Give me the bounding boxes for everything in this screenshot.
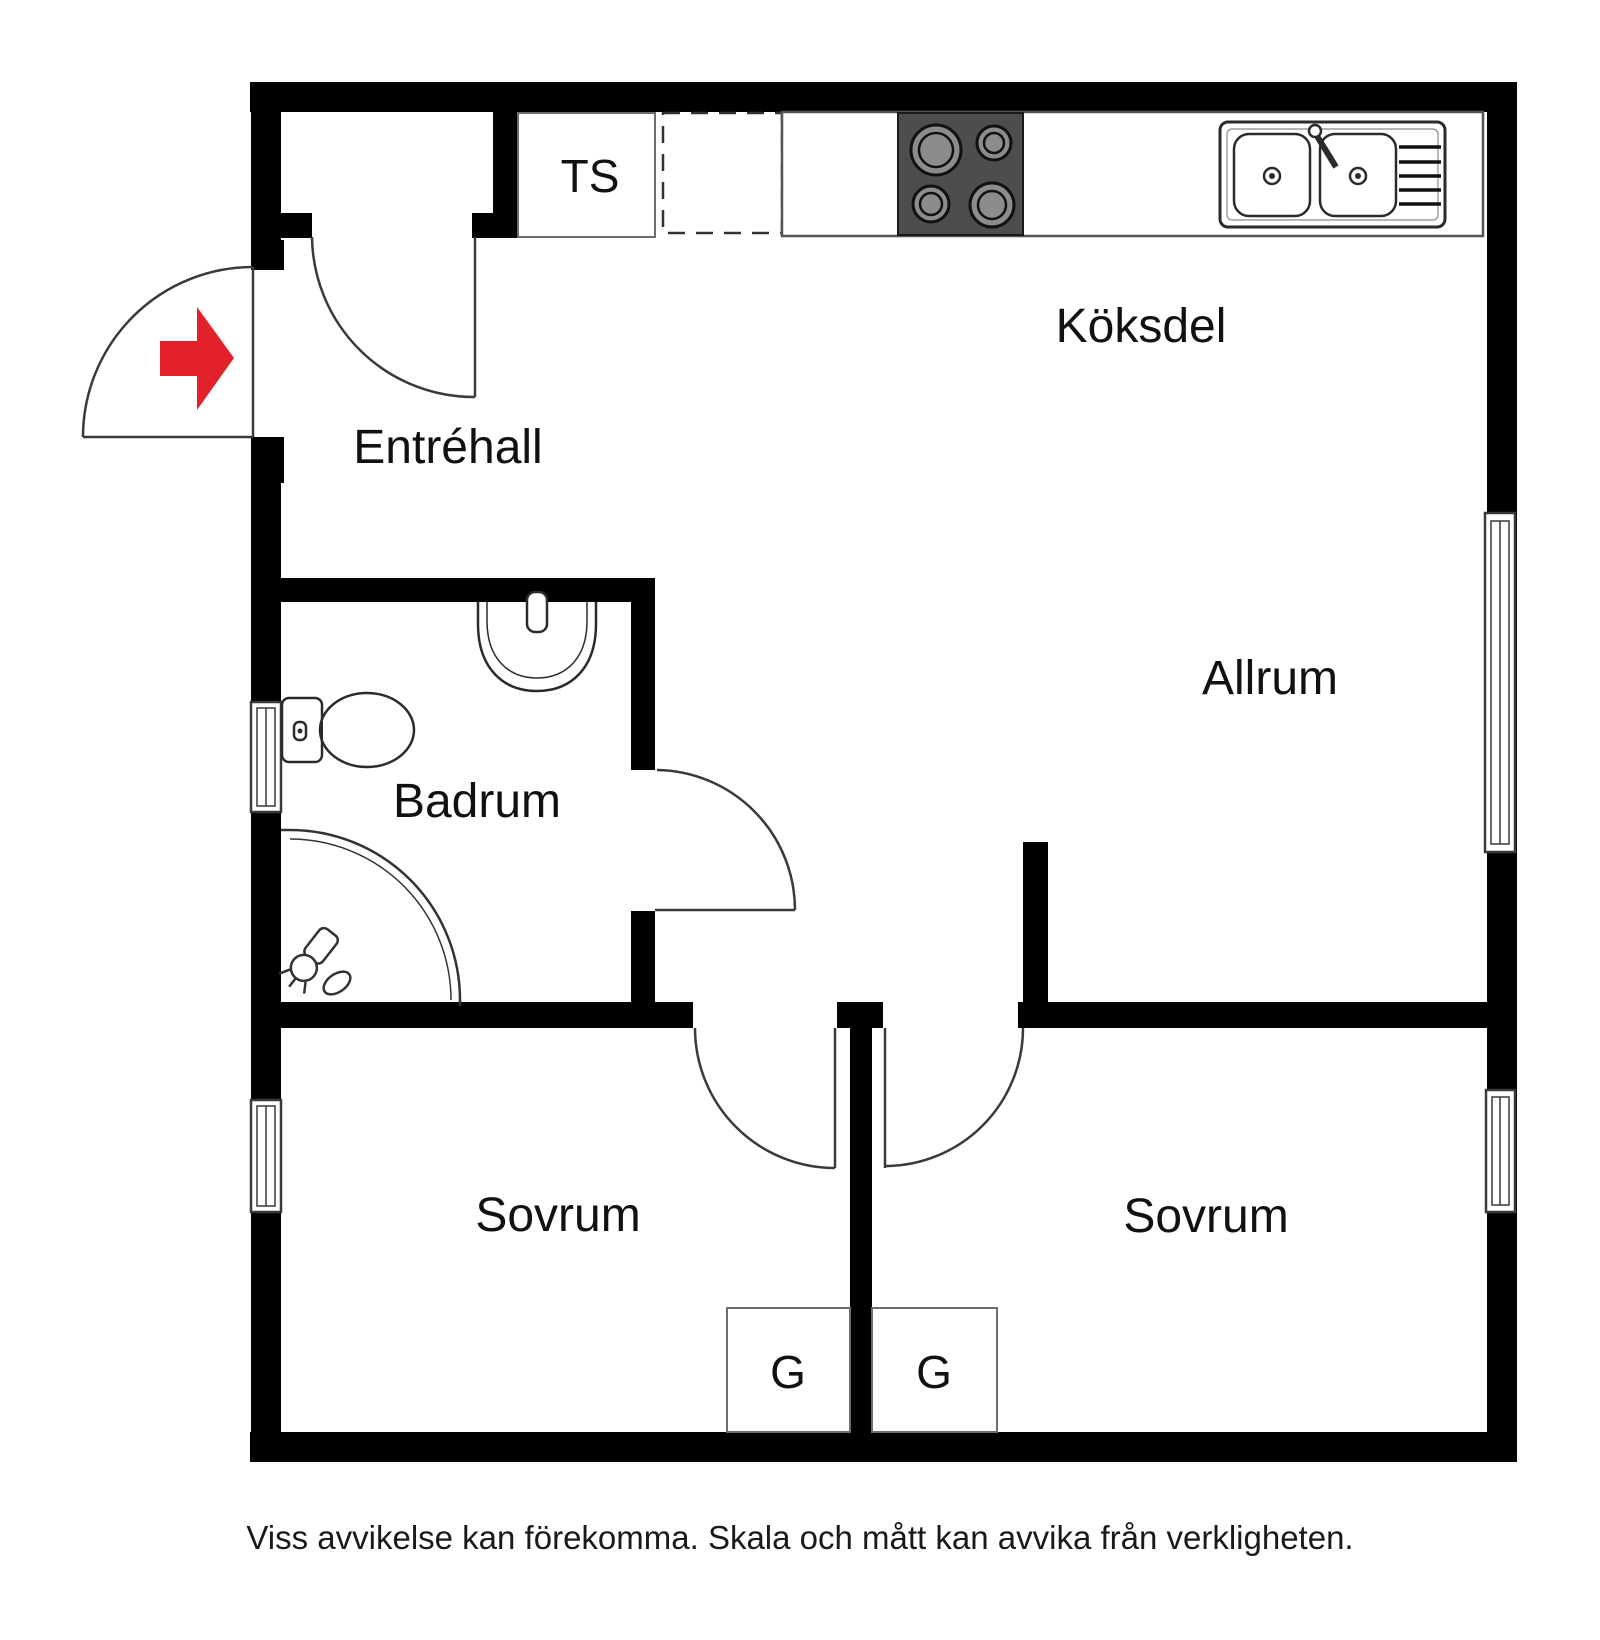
shower-icon (278, 828, 462, 1006)
room-labels: TS Köksdel Entréhall Allrum Badrum Sovru… (353, 150, 1338, 1243)
wash-basin-icon (476, 590, 598, 693)
toilet-icon (280, 691, 416, 769)
bedroom-divider-wall (850, 1026, 872, 1432)
entry-door (81, 265, 255, 439)
windows (249, 511, 1517, 1214)
entry-direction-arrow-icon (160, 307, 234, 410)
closet-stub-left (281, 213, 312, 238)
wardrobe-left-box (726, 1307, 851, 1433)
bathroom-wall-east-upper (631, 578, 655, 770)
closet-door-arc (310, 236, 476, 399)
dashed-appliance-box (661, 111, 784, 235)
wall-left-upper (251, 82, 281, 240)
bathroom-wall-east-lower (631, 911, 655, 1006)
south-wall-left (251, 1002, 693, 1028)
kitchen-sink-icon (1218, 120, 1447, 229)
faucet-lever (1314, 134, 1339, 169)
wardrobe-right-label: G (916, 1346, 952, 1398)
stove-icon (897, 112, 1024, 236)
wall-left-mid2 (251, 812, 281, 1100)
label-entrance-hall: Entréhall (353, 421, 542, 474)
outer-walls (250, 82, 1517, 1462)
label-ts: TS (561, 150, 620, 202)
drainboard-lines (1399, 145, 1441, 206)
window-bathroom (249, 700, 283, 814)
bathroom-fixtures (278, 590, 598, 1006)
label-living-room: Allrum (1202, 652, 1338, 705)
closet-wall-right (493, 112, 518, 215)
closet-door (310, 236, 477, 399)
bedroom-left-door-arc (693, 1027, 836, 1170)
wardrobes: G G (726, 1307, 998, 1433)
shower-glass-outer (289, 828, 462, 1001)
label-bedroom-right: Sovrum (1123, 1190, 1288, 1243)
label-bathroom: Badrum (393, 775, 561, 828)
doors (81, 236, 1025, 1170)
label-bedroom-left: Sovrum (475, 1189, 640, 1242)
closet-stub-right (472, 213, 518, 238)
label-kitchen-area: Köksdel (1056, 300, 1227, 353)
wardrobe-right-box (871, 1307, 998, 1433)
shower-glass-inner (289, 838, 452, 1001)
wall-bottom (250, 1432, 1517, 1462)
faucet-base (1307, 123, 1323, 139)
window-bedroom-left (249, 1098, 283, 1214)
window-living-room (1483, 511, 1517, 854)
bathroom-door (655, 768, 797, 912)
toilet-bowl (318, 691, 416, 769)
wardrobe-left-label: G (770, 1346, 806, 1398)
wall-top (250, 82, 1517, 112)
entry-door-arc (81, 265, 254, 438)
entry-jamb-top (251, 240, 284, 270)
basin-tap (525, 590, 549, 634)
bathroom-door-arc (656, 768, 797, 911)
livingroom-wall-stub (1023, 842, 1048, 1004)
shower-head (278, 926, 340, 994)
south-wall-center-stub (837, 1002, 883, 1028)
wall-left-lower (251, 1212, 281, 1432)
kitchen-fixtures (517, 110, 1485, 238)
bedroom-left-door (693, 1027, 837, 1170)
disclaimer-text: Viss avvikelse kan förekomma. Skala och … (246, 1519, 1353, 1556)
bathroom-wall-top (251, 578, 655, 602)
interior-walls (251, 112, 1487, 1432)
bedroom-right-door (883, 1027, 1025, 1168)
south-wall-right (1018, 1002, 1487, 1028)
window-bedroom-right (1484, 1088, 1517, 1214)
entry-jamb-bottom (251, 437, 284, 483)
ts-closet-box (517, 112, 656, 238)
bedroom-right-door-arc (884, 1027, 1025, 1168)
